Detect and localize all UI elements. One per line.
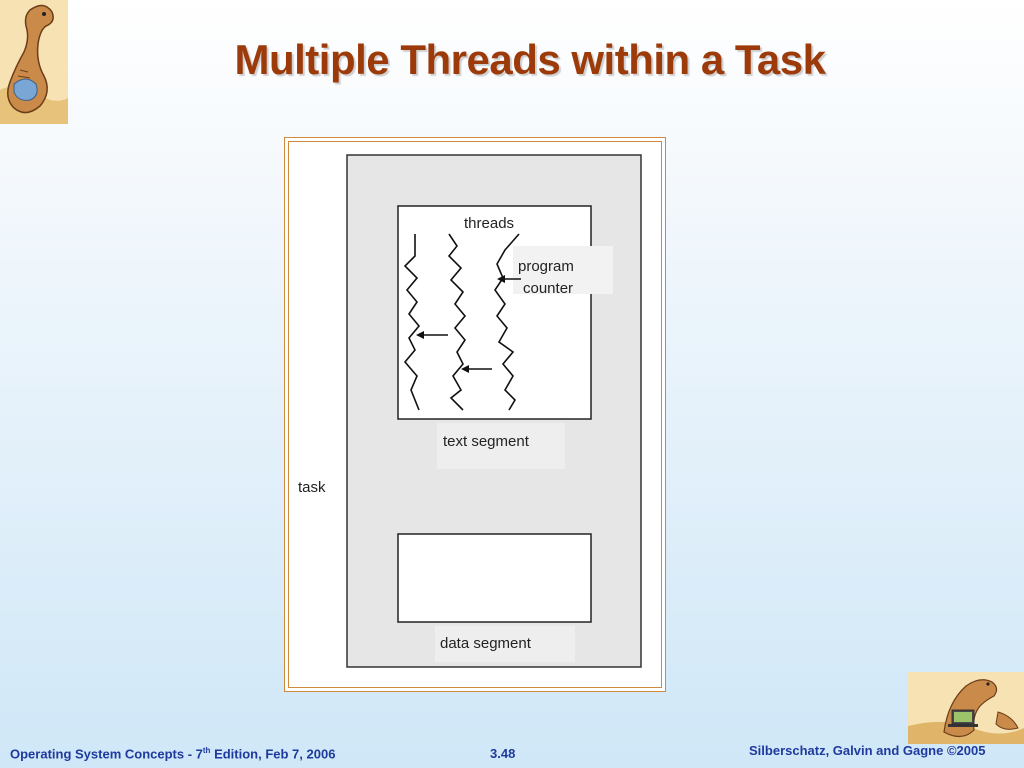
program-counter-arrowhead-1 — [416, 331, 424, 339]
program-counter-arrowhead-3 — [497, 275, 505, 283]
figure-frame: task threads program counter text segmen… — [284, 137, 666, 692]
data-segment-label-bg — [435, 626, 575, 662]
thread-1-line — [403, 234, 421, 411]
footer-course-title-suffix: Edition, Feb 7, 2006 — [210, 746, 336, 762]
program-counter-label-bg — [513, 246, 613, 294]
thread-3-line — [494, 233, 520, 411]
task-diagram: task threads program counter text segmen… — [298, 154, 642, 668]
data-segment-label: data segment — [440, 635, 532, 652]
thread-2-line — [447, 233, 467, 411]
slide-title: Multiple Threads within a Task — [234, 36, 827, 83]
text-segment-label: text segment — [443, 433, 530, 450]
footer-copyright: Silberschatz, Galvin and Gagne ©2005 — [749, 743, 986, 758]
footer-page-number: 3.48 — [490, 746, 516, 761]
footer-course-title-prefix: Operating System Concepts - 7 — [10, 746, 203, 762]
dinosaur-with-laptop-icon — [908, 672, 1024, 744]
dinosaur-mascot-icon — [0, 0, 68, 124]
footer-edition-sup: th — [202, 746, 211, 755]
text-segment-box — [397, 205, 592, 420]
threads-label: threads — [464, 215, 514, 232]
data-segment-box — [397, 533, 592, 623]
program-counter-arrowhead-2 — [461, 365, 469, 373]
task-label: task — [298, 479, 326, 496]
text-segment-label-bg — [437, 423, 565, 469]
program-counter-label-line1: program — [518, 258, 574, 275]
program-counter-label-line2: counter — [523, 280, 573, 297]
footer-course-title: Operating System Concepts - 7th Edition,… — [10, 746, 335, 761]
